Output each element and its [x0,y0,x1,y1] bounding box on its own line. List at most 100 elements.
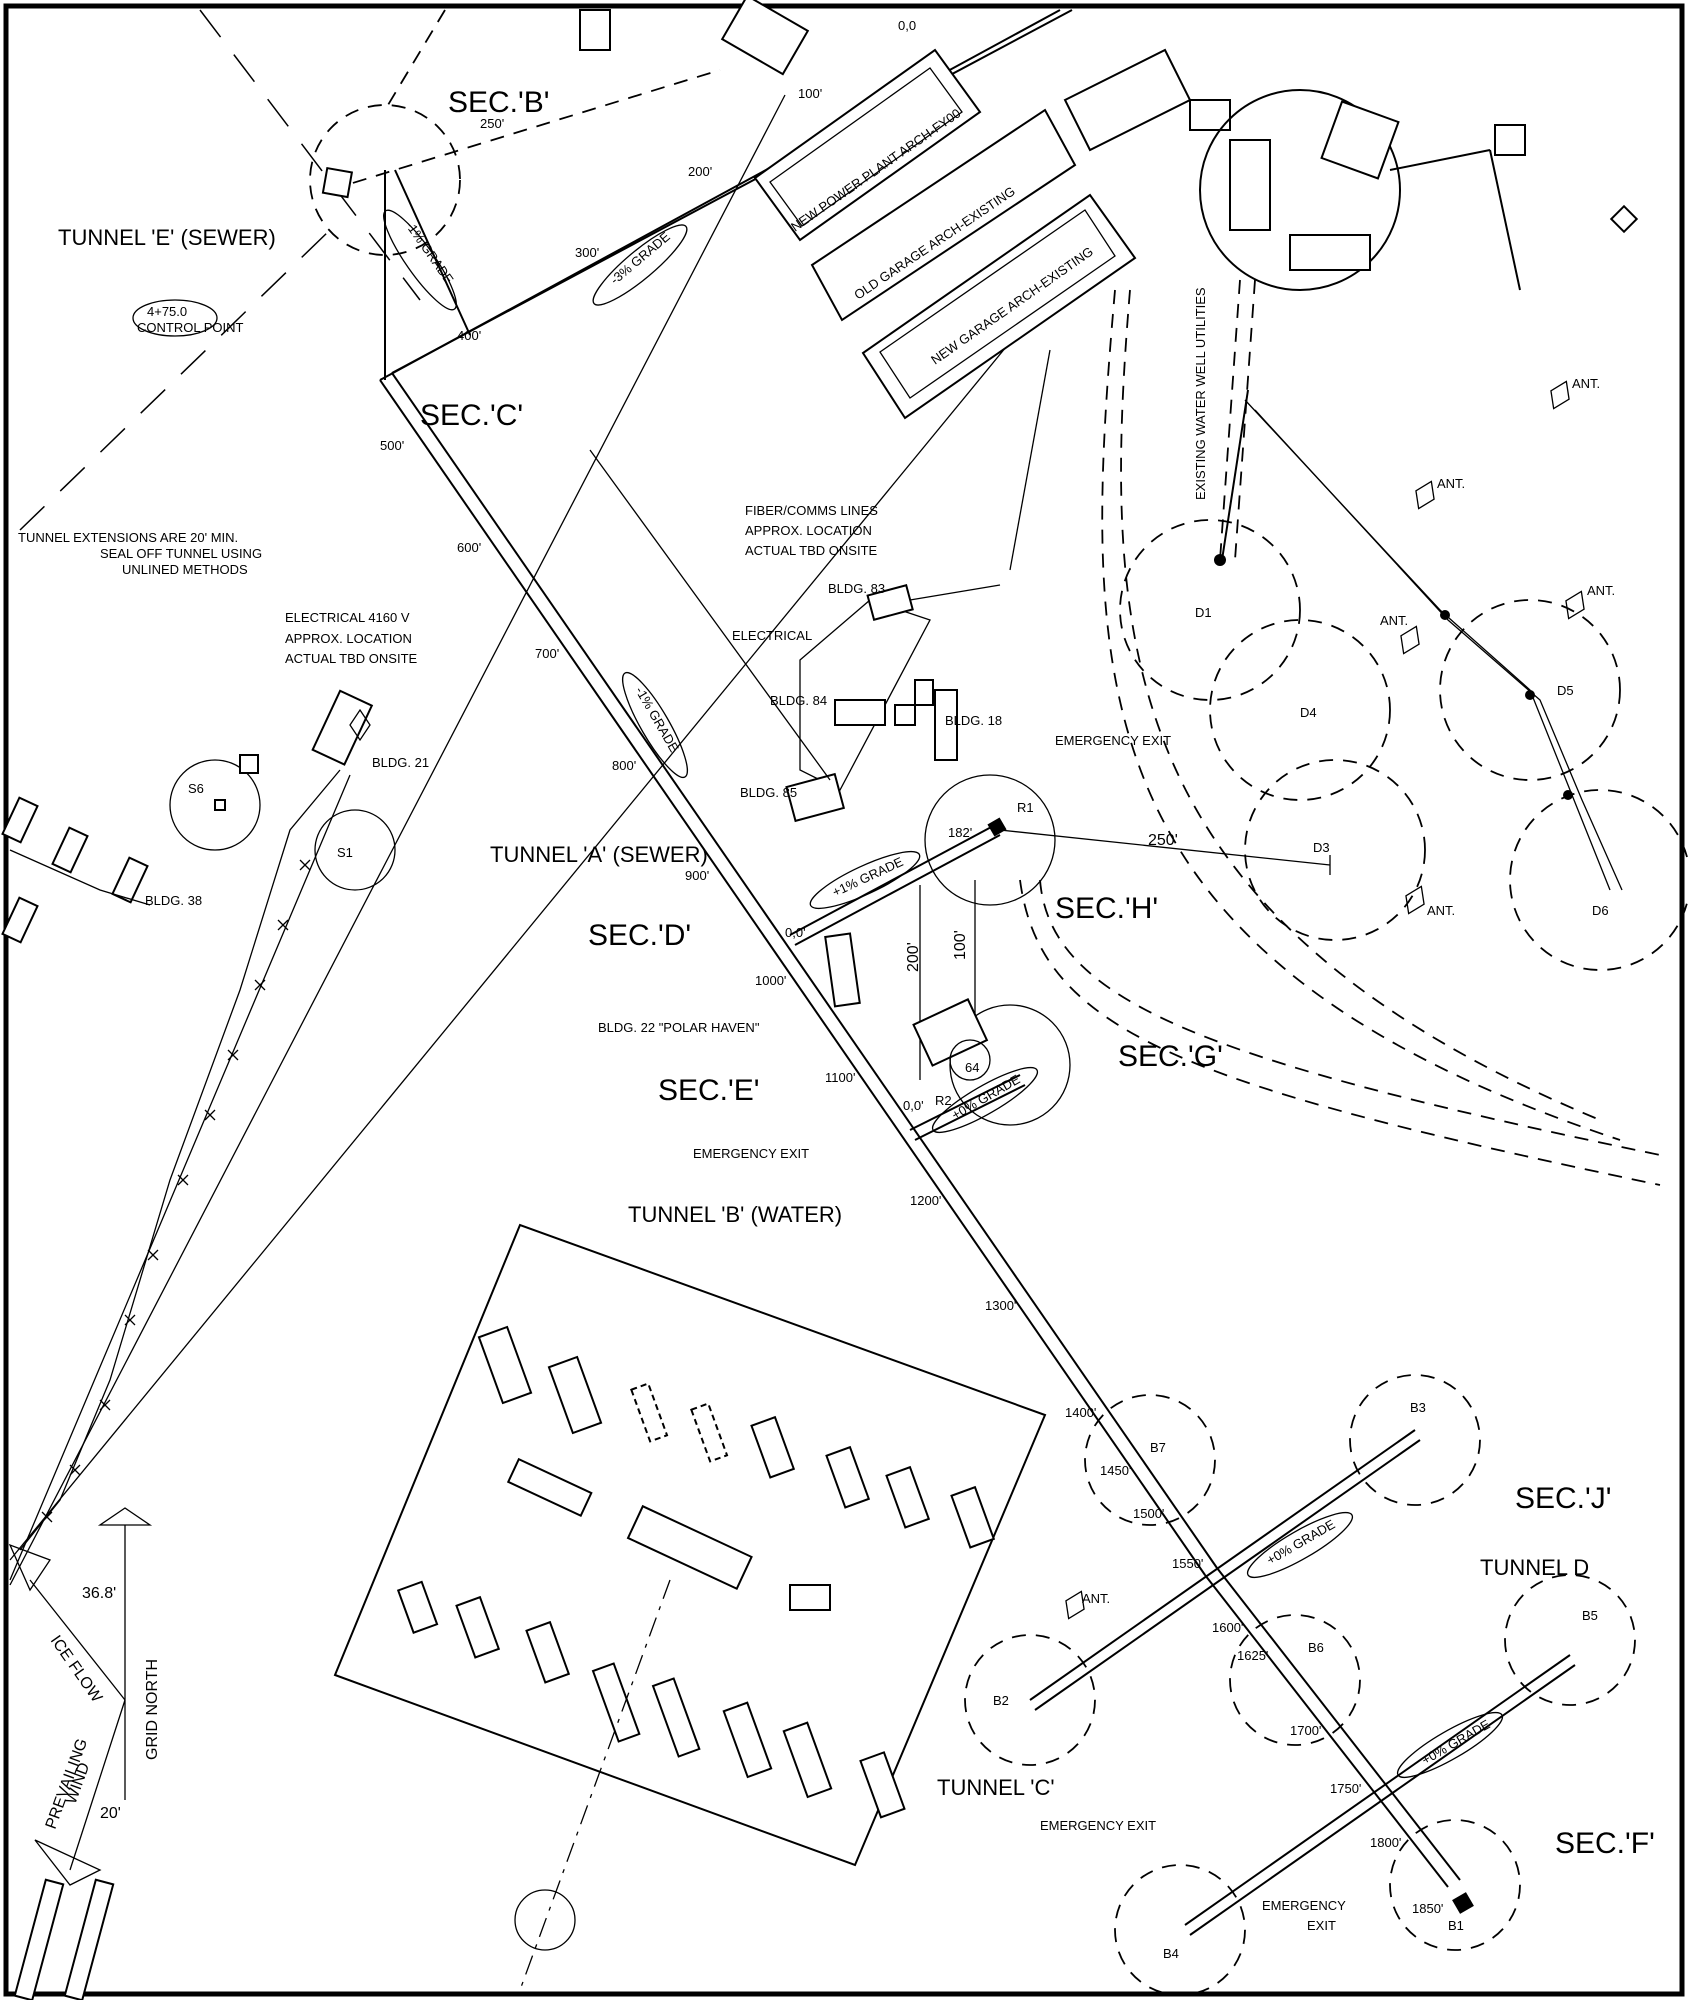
station-label: 0,0' [903,1098,924,1113]
station-label: 100' [798,86,822,101]
control-point-station: 4+75.0 [147,304,187,319]
array-d6-circle [1509,789,1688,971]
building-21-symbol [349,708,371,742]
electrical-note-line3: ACTUAL TBD ONSITE [285,651,418,666]
fiber-note-line2: APPROX. LOCATION [745,523,872,538]
tunnel-c-line [1029,1429,1416,1701]
antenna-label: ANT. [1572,376,1600,391]
station-label: 900' [685,868,709,883]
exit-label: EXIT [1307,1918,1336,1933]
old-garage-building [810,108,1077,322]
tunnel-a-label: TUNNEL 'A' (SEWER) [490,842,708,867]
drawing-border [3,3,1685,1997]
station-label: 250' [480,116,504,131]
boundary-dashed-line [19,229,331,531]
boundary-dashed-line [199,9,421,301]
building-38-cluster [1,796,151,944]
array-b4-circle [1114,1864,1246,1996]
s6-label: S6 [188,781,204,796]
tunnel-spine-line [379,379,1206,1576]
tunnel-c-label: TUNNEL 'C' [937,1775,1055,1800]
station-label: 1750' [1330,1781,1361,1796]
array-b7-circle [1084,1394,1216,1526]
tunnel-e-box [321,166,354,199]
fence-marks [41,859,311,1523]
grade-cloud [621,671,689,779]
dashed-utility-line [384,9,446,111]
road-dashed-edge [1019,879,1661,1186]
station-label: 1625' [1237,1648,1268,1663]
tunnel-e-circle [309,104,461,256]
antenna-diamond [1550,380,1570,410]
s6-circle [169,759,261,851]
array-label: B1 [1448,1918,1464,1933]
north-arrow [8,1507,153,1886]
station-label: 1700' [1290,1723,1321,1738]
station-label: 1000' [755,973,786,988]
station-label: 500' [380,438,404,453]
antenna-diamond [1400,625,1420,655]
r2-label: R2 [935,1093,952,1108]
station-label: 1400' [1065,1405,1096,1420]
array-b6-circle [1229,1614,1361,1746]
station-label: 300' [575,245,599,260]
control-point-label: CONTROL POINT [137,320,243,335]
new-garage-building [861,193,1137,420]
dashed-utility-line [329,69,721,191]
array-label: D4 [1300,705,1317,720]
fiber-line [589,449,831,781]
section-h-label: SEC.'H' [1055,892,1158,925]
wind-angle-label: 20' [100,1805,121,1822]
top-compound-circle [1199,89,1401,291]
utility-line [1244,399,1611,891]
tunnel-r1-branch [794,834,1001,946]
marker-square [1609,204,1639,234]
extensions-note-line3: UNLINED METHODS [122,562,248,577]
section-e-label: SEC.'E' [658,1074,759,1107]
fiber-line [1009,349,1051,571]
water-well-line [1221,389,1249,561]
array-label: D5 [1557,683,1574,698]
road-dashed-edge [1039,879,1661,1156]
berthing-buildings [396,1325,996,1819]
ice-flow-label: ICE FLOW [47,1633,106,1707]
array-label: B3 [1410,1400,1426,1415]
s6-box [214,799,226,811]
emergency-exit-marker [1452,1892,1474,1914]
tunnel-c-line [1034,1439,1421,1711]
array-d5-circle [1439,599,1621,781]
tunnel-spine-line [391,372,1218,1569]
tunnel-e-label: TUNNEL 'E' (SEWER) [58,225,276,250]
station-label: 1200' [910,1193,941,1208]
fiber-note-line1: FIBER/COMMS LINES [745,503,878,518]
building-21 [311,689,374,766]
tunnel-d-label: TUNNEL D [1480,1555,1589,1580]
tunnel-b-label: TUNNEL 'B' (WATER) [628,1202,842,1227]
grid-north-label: GRID NORTH [144,1659,161,1760]
ice-angle-label: 36.8' [82,1585,116,1602]
dimension-line [999,829,1331,866]
grade-label: +0% GRADE [1419,1716,1493,1767]
array-label: B7 [1150,1440,1166,1455]
station-label: 0,0' [785,925,806,940]
utility-line [1254,409,1623,891]
section-b-label: SEC.'B' [448,86,549,119]
electrical-label: ELECTRICAL [732,628,812,643]
antenna-label: ANT. [1587,583,1615,598]
junction-point [1563,790,1573,800]
station-label: 800' [612,758,636,773]
control-point-cloud [132,299,218,337]
array-label: D1 [1195,605,1212,620]
fiber-line [9,94,786,1586]
electrical-note-line2: APPROX. LOCATION [285,631,412,646]
antenna-label: ANT. [1082,1591,1110,1606]
array-b5-circle [1504,1574,1636,1706]
junction-point [1440,610,1450,620]
station-label: 1300' [985,1298,1016,1313]
power-plant-building [753,48,982,242]
array-d4-circle [1209,619,1391,801]
water-well-line [1219,279,1241,561]
building-64-label: 64 [965,1060,979,1075]
station-label: 1800' [1370,1835,1401,1850]
